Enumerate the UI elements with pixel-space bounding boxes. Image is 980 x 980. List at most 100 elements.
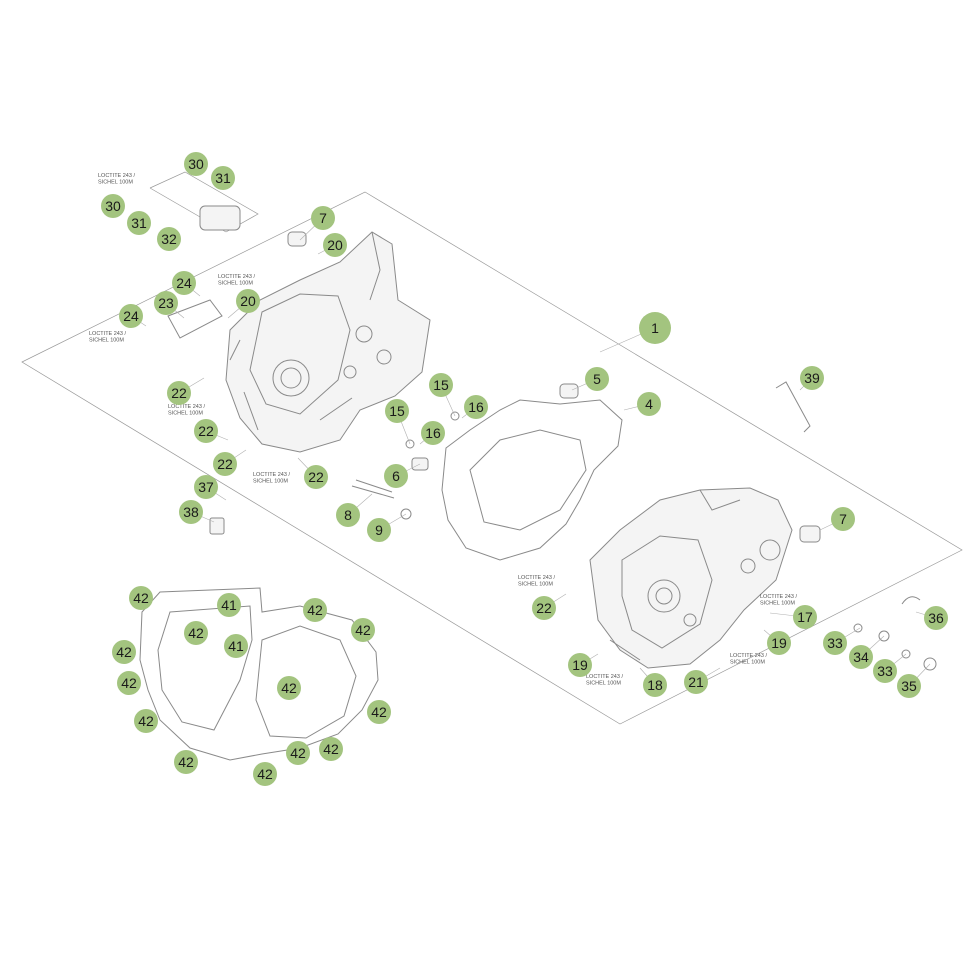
callout-label: 41 <box>228 638 244 654</box>
callout-label: 42 <box>116 644 132 660</box>
callout-label: 20 <box>240 293 256 309</box>
callout-30: 30 <box>101 194 125 218</box>
callout-20: 20 <box>236 289 260 313</box>
callout-badge <box>184 621 208 645</box>
callout-23: 23 <box>154 291 178 315</box>
callout-badge <box>831 507 855 531</box>
loctite-note: LOCTITE 243 /SICHEL 100M <box>586 674 623 687</box>
callout-7: 7 <box>311 206 335 230</box>
callout-label: 21 <box>688 674 704 690</box>
callout-badge <box>464 395 488 419</box>
callout-label: 30 <box>188 156 204 172</box>
callout-5: 5 <box>585 367 609 391</box>
callout-badge <box>303 598 327 622</box>
callout-label: 9 <box>375 522 383 538</box>
callout-label: 31 <box>131 215 147 231</box>
callout-32: 32 <box>157 227 181 251</box>
callout-36: 36 <box>924 606 948 630</box>
callout-badge <box>224 634 248 658</box>
loctite-note-line: SICHEL 100M <box>760 601 795 607</box>
loctite-note-line: LOCTITE 243 / <box>89 331 126 337</box>
callout-label: 22 <box>198 423 214 439</box>
callout-badge <box>236 289 260 313</box>
callout-1: 1 <box>639 312 671 344</box>
loctite-note-line: LOCTITE 243 / <box>518 575 555 581</box>
callout-badge <box>793 605 817 629</box>
callout-badge <box>336 503 360 527</box>
callout-badge <box>157 227 181 251</box>
callout-15: 15 <box>429 373 453 397</box>
callout-label: 5 <box>593 371 601 387</box>
callout-label: 34 <box>853 649 869 665</box>
callout-badge <box>174 750 198 774</box>
callout-label: 42 <box>138 713 154 729</box>
callout-badge <box>117 671 141 695</box>
loctite-note-line: SICHEL 100M <box>730 660 765 666</box>
callout-38: 38 <box>179 500 203 524</box>
callout-badge <box>129 586 153 610</box>
callout-badge <box>384 464 408 488</box>
callout-33: 33 <box>873 659 897 683</box>
callout-label: 36 <box>928 610 944 626</box>
callout-label: 42 <box>178 754 194 770</box>
callout-label: 37 <box>198 479 214 495</box>
callout-badge <box>684 670 708 694</box>
callout-badge <box>112 640 136 664</box>
callout-label: 42 <box>121 675 137 691</box>
callout-42: 42 <box>286 741 310 765</box>
callout-17: 17 <box>793 605 817 629</box>
callout-label: 32 <box>161 231 177 247</box>
callout-label: 20 <box>327 237 343 253</box>
callout-label: 33 <box>877 663 893 679</box>
callout-22: 22 <box>194 419 218 443</box>
callout-label: 24 <box>123 308 139 324</box>
callout-badge <box>924 606 948 630</box>
loctite-note-line: SICHEL 100M <box>586 681 621 687</box>
loctite-note-line: LOCTITE 243 / <box>760 594 797 600</box>
callout-9: 9 <box>367 518 391 542</box>
callout-badge <box>585 367 609 391</box>
callout-label: 38 <box>183 504 199 520</box>
callout-badge <box>194 419 218 443</box>
callout-badge <box>304 465 328 489</box>
center-gasket-inner <box>469 429 587 531</box>
loctite-note-line: LOCTITE 243 / <box>586 674 623 680</box>
callout-label: 30 <box>105 198 121 214</box>
callout-label: 42 <box>257 766 273 782</box>
callout-22: 22 <box>532 596 556 620</box>
callout-label: 19 <box>572 657 588 673</box>
callout-15: 15 <box>385 399 409 423</box>
callout-21: 21 <box>684 670 708 694</box>
callout-badge <box>767 631 791 655</box>
callout-badge <box>319 737 343 761</box>
loctite-note: LOCTITE 243 /SICHEL 100M <box>89 331 126 344</box>
callout-badge <box>323 233 347 257</box>
callout-label: 42 <box>323 741 339 757</box>
callout-22: 22 <box>167 381 191 405</box>
callout-22: 22 <box>213 452 237 476</box>
callout-badge <box>637 392 661 416</box>
callout-badge <box>167 381 191 405</box>
callout-label: 42 <box>355 622 371 638</box>
callout-label: 42 <box>133 590 149 606</box>
callout-badge <box>179 500 203 524</box>
callout-41: 41 <box>224 634 248 658</box>
small-hardware <box>167 205 937 671</box>
callout-label: 42 <box>371 704 387 720</box>
loctite-note-line: SICHEL 100M <box>518 582 553 588</box>
callout-badge <box>897 674 921 698</box>
loctite-note: LOCTITE 243 /SICHEL 100M <box>98 173 135 186</box>
callout-42: 42 <box>319 737 343 761</box>
callout-33: 33 <box>823 631 847 655</box>
callout-42: 42 <box>367 700 391 724</box>
callout-6: 6 <box>384 464 408 488</box>
callout-31: 31 <box>211 166 235 190</box>
callout-label: 39 <box>804 370 820 386</box>
callout-24: 24 <box>119 304 143 328</box>
assembly-boundary <box>21 191 963 725</box>
callout-label: 19 <box>771 635 787 651</box>
callout-badge <box>277 676 301 700</box>
